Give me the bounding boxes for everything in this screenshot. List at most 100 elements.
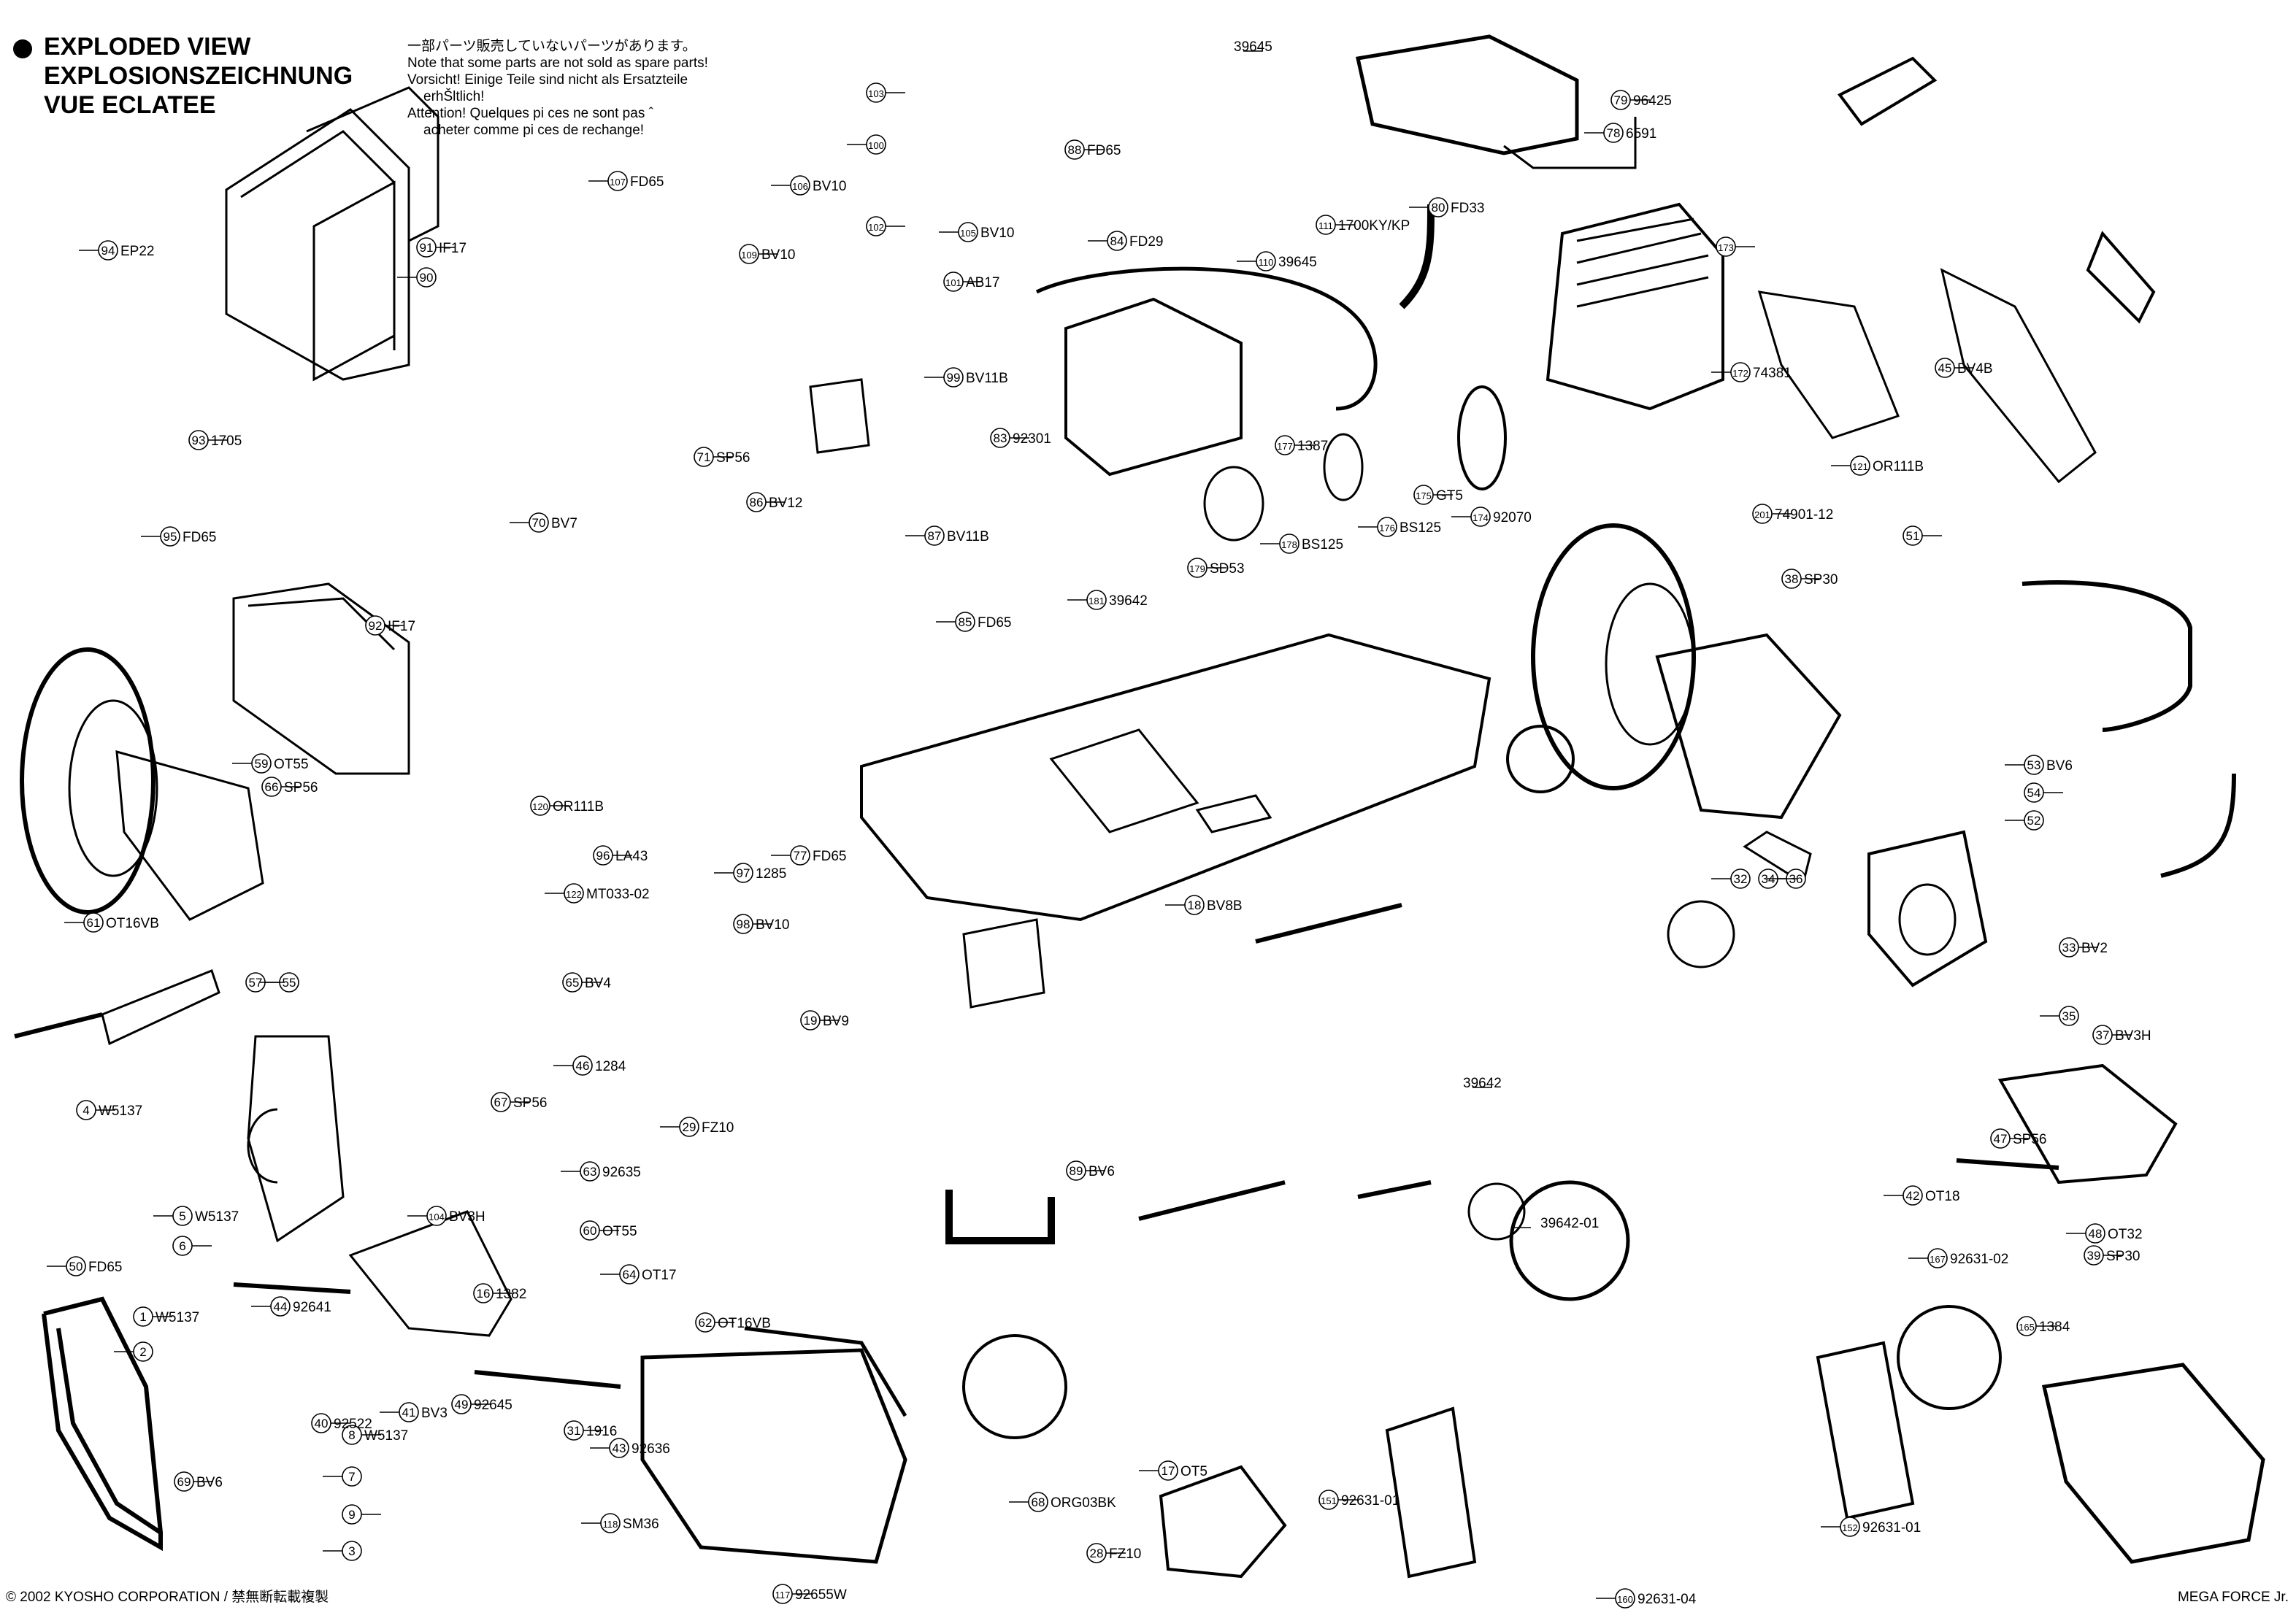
part-number: 50 [69,1260,83,1274]
part-number: 47 [1994,1132,2008,1146]
part-code: W5137 [195,1209,239,1225]
part-code: FD65 [183,530,216,545]
part-code: 92636 [631,1441,670,1457]
part-number: 9 [348,1508,355,1522]
part-code: 1284 [595,1059,626,1074]
part-code: BV10 [761,247,795,263]
part-code: OR111B [1873,459,1924,474]
part-code: 74901-12 [1775,507,1833,523]
part-code: ORG03BK [1051,1495,1116,1511]
part-code: 1705 [211,434,242,449]
part-callout: 51 [1903,525,1923,546]
part-code: 92645 [474,1398,512,1413]
part-number: 89 [1070,1164,1083,1178]
part-code: BV7 [551,516,577,531]
part-code: 92522 [334,1417,372,1432]
part-number: 94 [101,244,115,258]
part-code: GT5 [1436,488,1463,504]
part-callout: 109 BV10 [739,244,795,264]
part-number: 151 [1321,1495,1337,1506]
part-code: BV11B [947,529,989,544]
part-code: W5137 [99,1103,142,1119]
part-number: 44 [274,1300,288,1314]
part-number: 68 [1032,1495,1045,1509]
part-number: 16 [477,1287,491,1301]
part-callout: 18 BV8B [1184,895,1243,915]
part-code: BV6 [2046,758,2073,774]
part-callout: 39642-01 [1540,1216,1599,1231]
part-code: 92631-04 [1637,1592,1697,1607]
part-code: OT17 [642,1268,677,1283]
part-number: 49 [455,1398,469,1411]
part-callout: 37 BV3H [2092,1025,2151,1045]
part-number: 38 [1785,572,1799,586]
part-number: 57 [249,976,263,990]
part-number: 92 [369,619,383,633]
part-number: 165 [2019,1322,2035,1333]
part-callout: 57 [245,972,266,993]
part-callout: 49 92645 [451,1394,512,1414]
part-code: BV4B [1957,361,1993,377]
part-code: BV8B [1207,898,1243,914]
part-number: 4 [82,1103,89,1117]
part-code: BV10 [980,226,1014,241]
part-number: 55 [283,976,296,990]
title-bullet [13,39,32,58]
part-callout: 39645 [1234,39,1272,55]
part-number: 100 [868,140,884,151]
part-code: FD29 [1129,234,1163,250]
part-number: 6 [179,1239,185,1253]
part-code: 39645 [1278,255,1317,270]
part-number: 18 [1188,898,1202,912]
part-number: 61 [87,916,101,930]
part-code: OT18 [1925,1189,1960,1204]
part-code: IF17 [388,619,415,634]
part-number: 174 [1473,512,1489,523]
part-code: 92631-01 [1341,1493,1400,1509]
part-code: 39642-01 [1540,1216,1599,1231]
part-callout: 9 [342,1504,362,1525]
part-code: BV3H [2115,1028,2151,1044]
part-callout: 92 IF17 [365,615,415,636]
part-number: 109 [741,250,757,261]
diagram-title: EXPLODED VIEW EXPLOSIONSZEICHNUNG VUE EC… [44,32,353,120]
part-number: 176 [1379,523,1395,534]
part-number: 52 [2027,814,2041,828]
part-number: 37 [2096,1028,2110,1042]
part-code: 92635 [602,1165,641,1180]
part-code: BV3 [421,1406,448,1421]
part-code: FZ10 [1109,1547,1141,1562]
title-line-en: EXPLODED VIEW [44,33,251,61]
part-number: 62 [699,1316,713,1330]
title-line-de: EXPLOSIONSZEICHNUNG [44,62,353,90]
part-callout: 52 [2024,810,2044,831]
part-code: 39645 [1234,39,1272,55]
part-number: 3 [348,1544,355,1558]
part-number: 1 [139,1310,146,1324]
